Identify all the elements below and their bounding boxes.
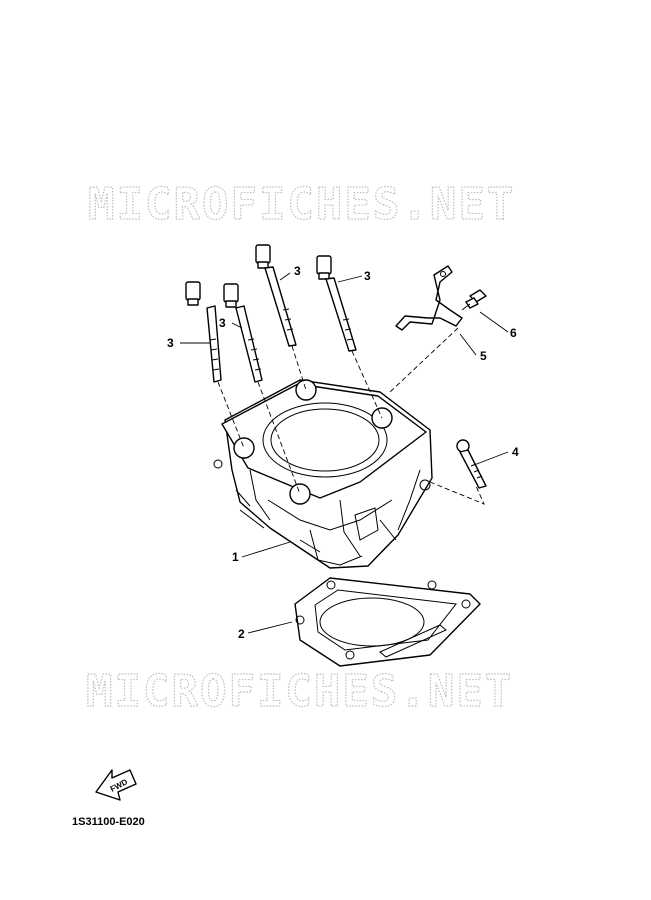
side-bolt — [456, 439, 487, 489]
watermark-bottom: MICROFICHES.NET — [86, 666, 513, 717]
callout-number: 3 — [219, 316, 226, 330]
callout-number: 1 — [232, 550, 239, 564]
cylinder-bolt — [316, 255, 357, 352]
callout-number: 3 — [364, 269, 371, 283]
diagram-code: 1S31100-E020 — [72, 816, 145, 828]
callout-number: 6 — [510, 326, 517, 340]
fwd-arrow-icon: FWD — [95, 769, 137, 801]
cylinder-block — [213, 379, 433, 569]
cylinder-bolt — [185, 281, 222, 383]
cylinder-gasket — [294, 577, 481, 667]
callout-number: 3 — [167, 336, 174, 350]
callout-number: 3 — [294, 264, 301, 278]
cylinder-bolt — [223, 283, 263, 383]
watermark-top: MICROFICHES.NET — [88, 179, 515, 230]
bracket-bolt — [461, 289, 487, 311]
bracket — [395, 265, 463, 331]
cylinder-bolt — [255, 244, 297, 347]
callout-number: 2 — [238, 627, 245, 641]
callout-number: 4 — [512, 445, 519, 459]
callout-number: 5 — [480, 349, 487, 363]
